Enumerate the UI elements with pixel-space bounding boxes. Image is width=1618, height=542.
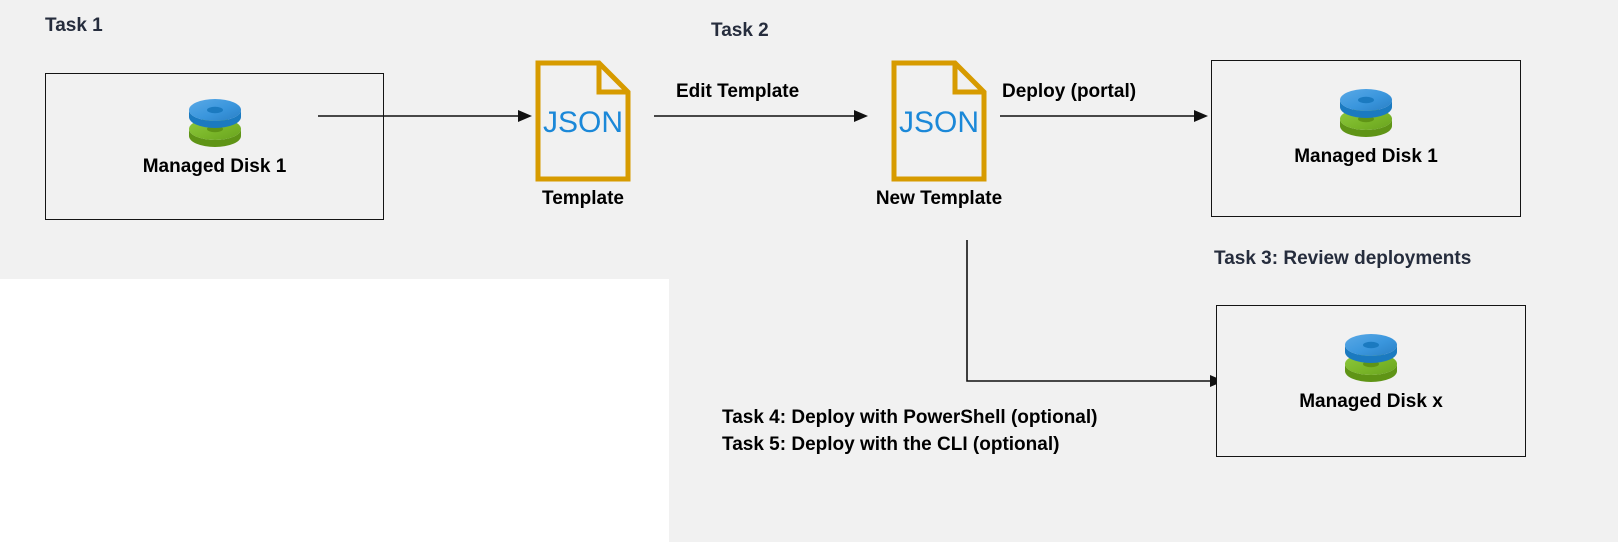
template-file-icon-group[interactable]: JSON Template [535, 60, 631, 209]
new-template-caption: New Template [875, 188, 1003, 209]
managed-disk-x-box[interactable]: Managed Disk x [1216, 305, 1526, 457]
managed-disk-x-label: Managed Disk x [1299, 391, 1443, 412]
box-content: Managed Disk 1 [46, 96, 383, 178]
task5-annotation: Task 5: Deploy with the CLI (optional) [722, 434, 1060, 455]
arrow-disk-to-template [318, 110, 532, 122]
managed-disk-1-label-left: Managed Disk 1 [142, 156, 287, 177]
managed-disk-1-box-right[interactable]: Managed Disk 1 [1211, 60, 1521, 217]
arrow-new-template-to-managed-disk-1 [1000, 110, 1208, 122]
json-file-icon: JSON [535, 60, 631, 182]
new-template-file-icon-group[interactable]: JSON New Template [876, 60, 1002, 209]
edit-template-caption: Edit Template [676, 81, 800, 102]
task4-annotation: Task 4: Deploy with PowerShell (optional… [722, 407, 1098, 428]
task1-label: Task 1 [45, 15, 103, 36]
arrow-new-template-to-managed-disk-x [966, 240, 1224, 387]
managed-disk-1-box-left[interactable]: Managed Disk 1 [45, 73, 384, 220]
json-file-icon: JSON [891, 60, 987, 182]
managed-disk-1-label-right: Managed Disk 1 [1294, 146, 1438, 167]
managed-disk-icon [1345, 334, 1397, 382]
box-content: Managed Disk 1 [1212, 86, 1520, 168]
arrow-template-to-new-template [654, 110, 868, 122]
managed-disk-icon [188, 99, 241, 147]
template-caption: Template [541, 188, 625, 209]
task3-annotation: Task 3: Review deployments [1214, 248, 1472, 269]
task2-label: Task 2 [711, 20, 769, 41]
json-file-body-text: JSON [543, 106, 623, 139]
optional-tasks-annotation: Task 4: Deploy with PowerShell (optional… [722, 404, 1097, 458]
box-content: Managed Disk x [1217, 331, 1525, 413]
json-file-body-text: JSON [899, 106, 979, 139]
managed-disk-icon [1340, 89, 1392, 137]
deploy-portal-caption: Deploy (portal) [1002, 81, 1137, 102]
